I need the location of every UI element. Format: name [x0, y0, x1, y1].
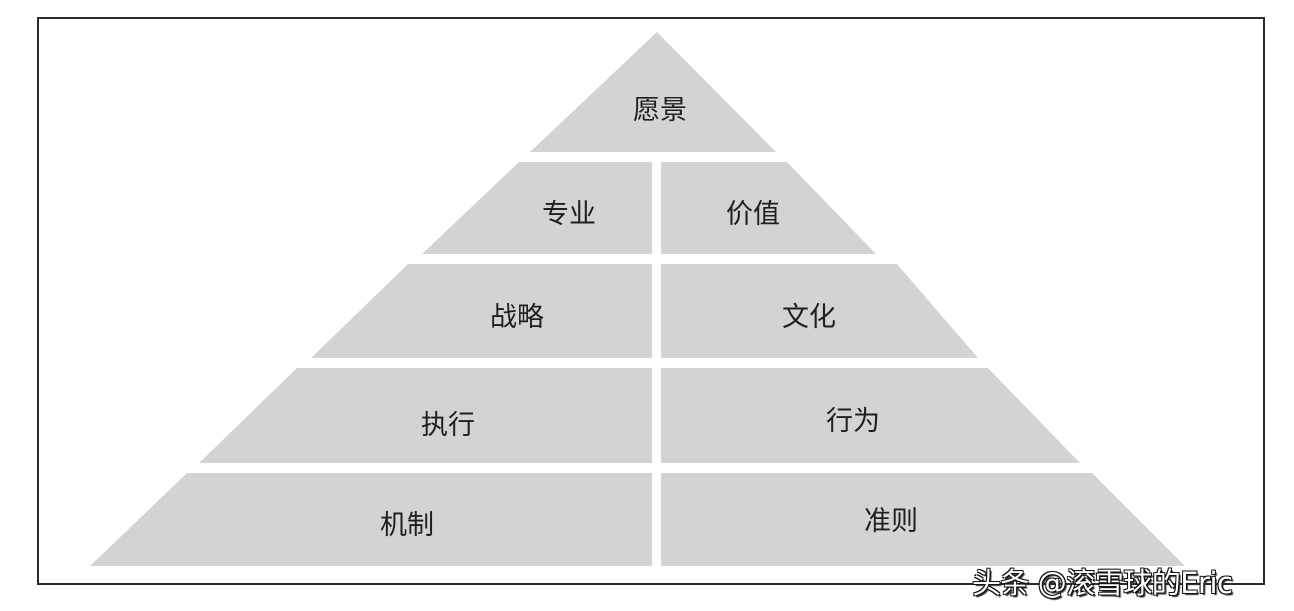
tier-3-right-label: 文化	[782, 302, 836, 333]
tier-2: 专业 价值	[422, 162, 876, 254]
tier-5-left-shape	[90, 473, 652, 566]
tier-5: 机制 准则	[90, 473, 1185, 566]
tier-4: 执行 行为	[199, 368, 1080, 463]
tier-4-right-label: 行为	[826, 406, 880, 437]
tier-1-label: 愿景	[633, 95, 687, 126]
tier-1-vision: 愿景	[530, 32, 776, 152]
tier-2-left-shape	[422, 162, 652, 254]
tier-3: 战略 文化	[311, 264, 978, 358]
tier-5-right-shape	[661, 473, 1185, 566]
tier-3-left-label: 战略	[490, 302, 544, 333]
tier-4-right-shape	[661, 368, 1080, 463]
tier-1-shape	[530, 32, 776, 152]
tier-5-left-label: 机制	[380, 510, 434, 541]
tier-5-right-label: 准则	[864, 506, 918, 537]
tier-2-right-label: 价值	[726, 199, 780, 230]
tier-4-left-shape	[199, 368, 652, 463]
tier-3-left-shape	[311, 264, 652, 358]
tier-2-right-shape	[661, 162, 876, 254]
tier-2-left-label: 专业	[542, 199, 596, 230]
watermark-text: 头条 @滚雪球的Eric	[972, 566, 1233, 600]
tier-3-right-shape	[661, 264, 978, 358]
tier-4-left-label: 执行	[421, 410, 475, 441]
